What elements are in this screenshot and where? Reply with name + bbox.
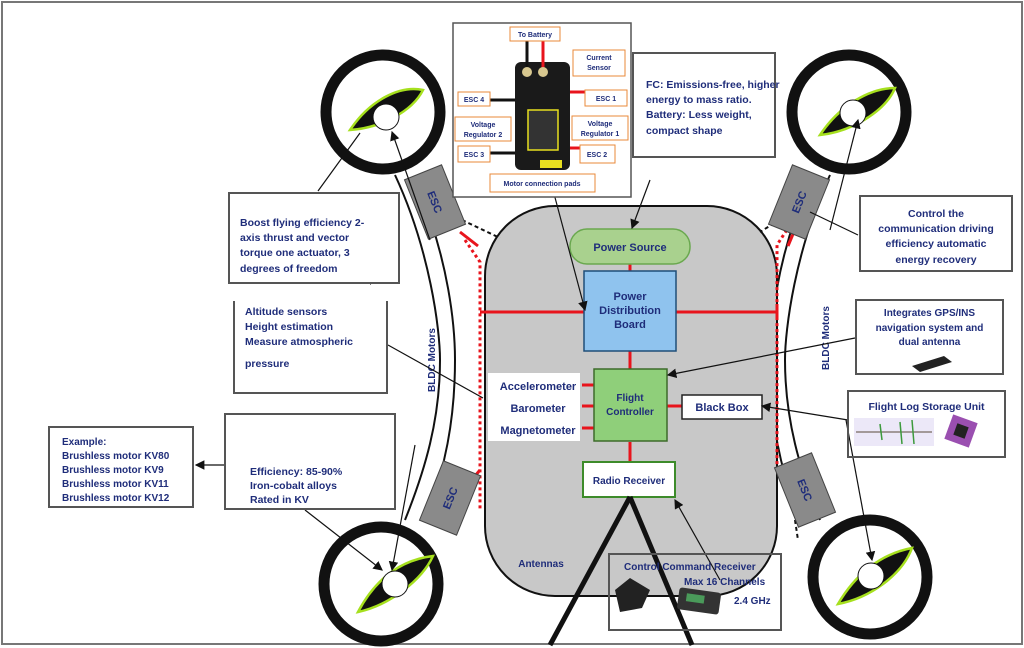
pcb-label-esc4: ESC 4 xyxy=(464,97,484,104)
propeller-note-line: axis thrust and vector xyxy=(240,232,350,245)
black-box-label: Black Box xyxy=(695,402,749,414)
fc-label-line1: Flight xyxy=(616,393,644,404)
pdb-label-line3: Board xyxy=(614,319,646,331)
flight-controller-node xyxy=(593,368,668,442)
storage-chip-icon xyxy=(944,414,978,448)
gps-module-icon xyxy=(912,356,952,372)
gps-note-line: Integrates GPS/INS xyxy=(883,308,976,319)
bldc-motors-label-left: BLDC Motors xyxy=(427,328,438,392)
altitude-note-line: Height estimation xyxy=(245,321,334,334)
esc-note-line: efficiency automatic xyxy=(885,238,987,251)
fc-label-line2: Controller xyxy=(606,407,654,418)
antennas-label: Antennas xyxy=(518,559,564,570)
receiver-note-line: Control Command Receiver xyxy=(624,562,756,573)
motor-examples-callout: Example: Brushless motor KV80 Brushless … xyxy=(48,426,194,508)
pcb-label-current-sensor: Current xyxy=(586,55,612,62)
pcb-label-motor-pads: Motor connection pads xyxy=(504,181,581,188)
bus-lines xyxy=(480,262,779,462)
propeller-note-line: torque one actuator, 3 xyxy=(240,247,350,260)
pcb-label-to-battery: To Battery xyxy=(518,32,552,39)
power-note-line: energy to mass ratio. xyxy=(646,94,752,107)
motor-example-line: Brushless motor KV9 xyxy=(62,465,164,476)
power-note-callout: FC: Emissions-free, higher energy to mas… xyxy=(632,52,780,158)
pdb-label-line1: Power xyxy=(613,291,647,303)
altitude-note-callout: Altitude sensors Height estimation Measu… xyxy=(233,301,388,394)
motor-specs-callout: Efficiency: 85-90% Iron-cobalt alloys Ra… xyxy=(224,413,396,510)
power-note-line: FC: Emissions-free, higher xyxy=(646,79,780,91)
pcb-label-current-sensor-2: Sensor xyxy=(587,65,611,72)
motor-spec-line: Efficiency: 85-90% xyxy=(250,466,343,478)
power-distribution-board-node xyxy=(583,270,677,352)
pcb-label-vreg1: Voltage xyxy=(588,121,613,128)
pcb-label-vreg2: Voltage xyxy=(471,122,496,129)
pcb-label-vreg1-2: Regulator 1 xyxy=(581,131,620,138)
receiver-note-callout: Control Command Receiver Max 16 Channels… xyxy=(608,553,782,631)
pdb-label-line2: Distribution xyxy=(599,305,661,317)
motor-spec-line: Rated in KV xyxy=(250,494,309,507)
flight-log-callout: Flight Log Storage Unit xyxy=(847,390,1006,458)
propeller-bottom-left xyxy=(318,521,444,647)
altitude-note-line: Altitude sensors xyxy=(245,306,328,318)
sensor-barometer: Barometer xyxy=(510,403,566,415)
esc-note-callout: Control the communication driving effici… xyxy=(859,195,1013,272)
motor-example-line: Brushless motor KV12 xyxy=(62,493,170,504)
power-wires-dotted xyxy=(463,224,792,510)
propeller-note-callout: Boost flying efficiency 2- axis thrust a… xyxy=(228,192,400,284)
pcb-label-vreg2-2: Regulator 2 xyxy=(464,132,503,139)
pcb-label-esc3: ESC 3 xyxy=(464,152,484,159)
altitude-note-line: Measure atmospheric xyxy=(245,336,353,349)
power-source-node xyxy=(569,228,691,265)
black-box-node xyxy=(681,394,763,420)
gps-note-line: dual antenna xyxy=(898,337,961,348)
pcb-labels: To Battery Current Sensor ESC 4 ESC 1 Vo… xyxy=(454,26,629,193)
power-source-label: Power Source xyxy=(593,242,666,254)
propeller-top-left xyxy=(320,49,446,175)
pcb-label-esc1: ESC 1 xyxy=(596,96,616,103)
motor-spec-line: Iron-cobalt alloys xyxy=(250,480,337,493)
signal-wires-dotted xyxy=(461,211,799,541)
sensors-panel xyxy=(488,373,580,441)
receiver-module-icon xyxy=(615,578,721,615)
motor-example-line: Brushless motor KV80 xyxy=(62,451,170,462)
power-note-line: compact shape xyxy=(646,124,723,137)
motor-example-line: Example: xyxy=(62,437,107,448)
propeller-bottom-right xyxy=(807,514,933,640)
flight-log-title: Flight Log Storage Unit xyxy=(868,401,985,413)
esc-note-line: Control the xyxy=(908,208,964,220)
altitude-note-line: pressure xyxy=(245,357,290,370)
gps-note-line: navigation system and xyxy=(875,322,984,334)
bldc-motors-label-right: BLDC Motors xyxy=(821,306,832,370)
motor-example-line: Brushless motor KV11 xyxy=(62,479,169,490)
esc-bottom-right: ESC xyxy=(773,452,837,528)
power-note-line: Battery: Less weight, xyxy=(646,109,752,122)
pcb-inset xyxy=(452,22,632,198)
receiver-note-line: 2.4 GHz xyxy=(734,596,771,607)
radio-receiver-label: Radio Receiver xyxy=(593,476,665,487)
antenna-mast xyxy=(547,495,695,647)
esc-note-line: energy recovery xyxy=(895,253,977,266)
sensor-accelerometer: Accelerometer xyxy=(500,381,577,393)
esc-top-right: ESC xyxy=(767,164,831,240)
receiver-note-line: Max 16 Channels xyxy=(684,576,766,588)
sensor-magnetometer: Magnetometer xyxy=(500,425,576,437)
pcb-label-esc2: ESC 2 xyxy=(587,152,607,159)
esc-bottom-left: ESC xyxy=(418,460,482,536)
propeller-top-right xyxy=(786,49,912,175)
flight-log-chart-icon xyxy=(854,418,934,446)
gps-note-callout: Integrates GPS/INS navigation system and… xyxy=(855,299,1004,375)
propeller-note-line: degrees of freedom xyxy=(240,262,338,275)
propeller-note-line: Boost flying efficiency 2- xyxy=(240,217,365,229)
radio-receiver-node xyxy=(582,461,676,498)
callout-connectors xyxy=(194,118,876,581)
esc-note-line: communication driving xyxy=(878,223,994,236)
